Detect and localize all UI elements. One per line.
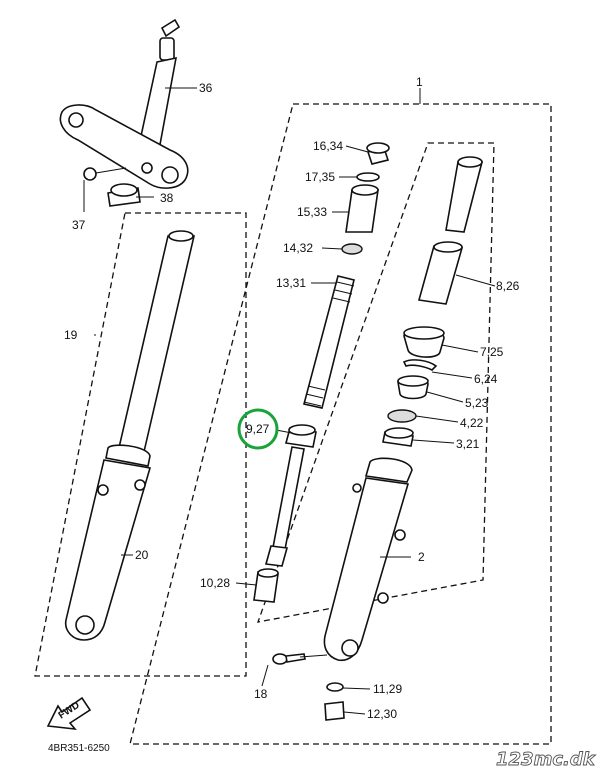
label-5-23: 5,23: [465, 396, 489, 410]
label-13-31: 13,31: [276, 276, 306, 290]
label-1: 1: [416, 75, 423, 89]
label-14-32: 14,32: [283, 241, 313, 255]
label-20: 20: [135, 548, 149, 562]
drain-bolt-12-30: [324, 701, 345, 721]
fork-spring-13-31: [303, 275, 355, 409]
label-16-34: 16,34: [313, 139, 343, 153]
washer-4-22: [387, 409, 417, 423]
slide-metal-3-21: [382, 427, 414, 447]
steering-stem-assembly: [59, 18, 189, 189]
inner-parts-group-boundary: [257, 142, 495, 623]
label-10-28: 10,28: [200, 576, 230, 590]
inner-tube-8-26: [417, 156, 484, 305]
leader-lines: [83, 87, 496, 715]
damper-rod-9-27: [264, 424, 317, 567]
washer-11-29: [326, 682, 344, 692]
dust-seal-7-25: [403, 326, 445, 358]
label-12-30: 12,30: [367, 707, 397, 721]
fwd-arrow-icon: FWD: [46, 696, 92, 731]
clip-6-24: [402, 359, 438, 371]
label-17-35: 17,35: [305, 170, 335, 184]
left-fork-assembly: [64, 230, 196, 641]
label-2: 2: [418, 550, 425, 564]
label-37: 37: [72, 218, 86, 232]
label-38: 38: [160, 191, 174, 205]
bolt-37: [83, 167, 127, 181]
label-4-22: 4,22: [460, 416, 484, 430]
label-7-25: 7,25: [480, 345, 504, 359]
label-9-27: 9,27: [246, 422, 270, 436]
watermark: 123mc.dk: [496, 749, 596, 770]
axle-bolt-18: [272, 653, 306, 665]
label-8-26: 8,26: [496, 279, 520, 293]
label-6-24: 6,24: [474, 372, 498, 386]
right-fork-outer-tube: [323, 457, 413, 662]
o-ring-17-35: [356, 172, 380, 182]
catalog-code: 4BR351-6250: [48, 743, 110, 754]
label-11-29: 11,29: [373, 682, 402, 696]
left-fork-group-boundary: [34, 212, 247, 677]
label-18: 18: [254, 687, 268, 701]
cap-bolt-16-34: [366, 142, 390, 165]
highlight-circle: [237, 408, 279, 450]
nut-38: [107, 183, 141, 207]
rebound-spring-10-28: [253, 568, 279, 603]
oil-seal-5-23: [397, 375, 429, 400]
spacer-15-33: [345, 184, 379, 233]
label-15-33: 15,33: [297, 205, 327, 219]
label-3-21: 3,21: [456, 437, 480, 451]
right-fork-group-boundary: [129, 103, 552, 745]
label-36: 36: [199, 81, 213, 95]
washer-14-32: [341, 243, 363, 255]
label-19: 19: [64, 328, 78, 342]
